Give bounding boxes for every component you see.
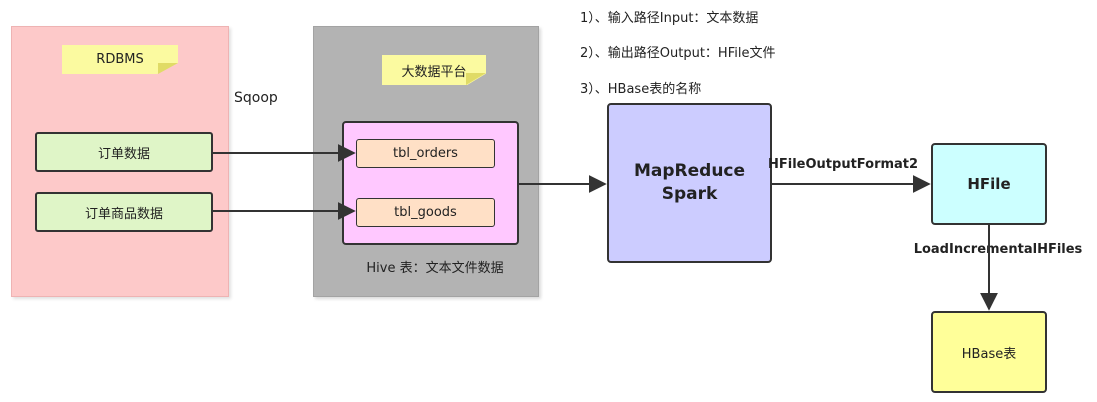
source-orders-box: 订单数据 — [35, 132, 213, 172]
process-line-spark: Spark — [661, 184, 718, 204]
load-incremental-label: LoadIncrementalHFiles — [913, 242, 1083, 257]
rdbms-note: RDBMS — [62, 45, 178, 74]
rdbms-note-fold — [158, 63, 178, 74]
source-orders-label: 订单数据 — [97, 146, 150, 162]
hfile-label: HFile — [967, 175, 1011, 193]
hbase-table-label: HBase表 — [961, 346, 1017, 362]
process-line-mapreduce: MapReduce — [633, 161, 746, 181]
hbase-table-box: HBase表 — [931, 311, 1047, 393]
note-input-path: 1）、输入路径Input：文本数据 — [580, 11, 759, 26]
bigdata-label: 大数据平台 — [401, 64, 467, 80]
hive-table-goods: tbl_goods — [356, 198, 495, 227]
sqoop-label: Sqoop — [234, 90, 278, 106]
source-goods-label: 订单商品数据 — [84, 206, 163, 222]
hfileoutputformat-label: HFileOutputFormat2 — [768, 157, 919, 172]
hive-caption: Hive 表：文本文件数据 — [366, 261, 504, 276]
hfile-box: HFile — [931, 143, 1047, 225]
note-output-path: 2）、输出路径Output：HFile文件 — [580, 46, 776, 61]
hive-table-goods-label: tbl_goods — [394, 205, 457, 220]
hive-table-orders-label: tbl_orders — [393, 146, 458, 161]
mapreduce-spark-box: MapReduce Spark — [607, 103, 772, 263]
rdbms-label: RDBMS — [96, 52, 144, 67]
source-goods-box: 订单商品数据 — [35, 192, 213, 232]
note-hbase-table: 3）、HBase表的名称 — [580, 82, 702, 97]
hive-table-orders: tbl_orders — [356, 139, 495, 168]
